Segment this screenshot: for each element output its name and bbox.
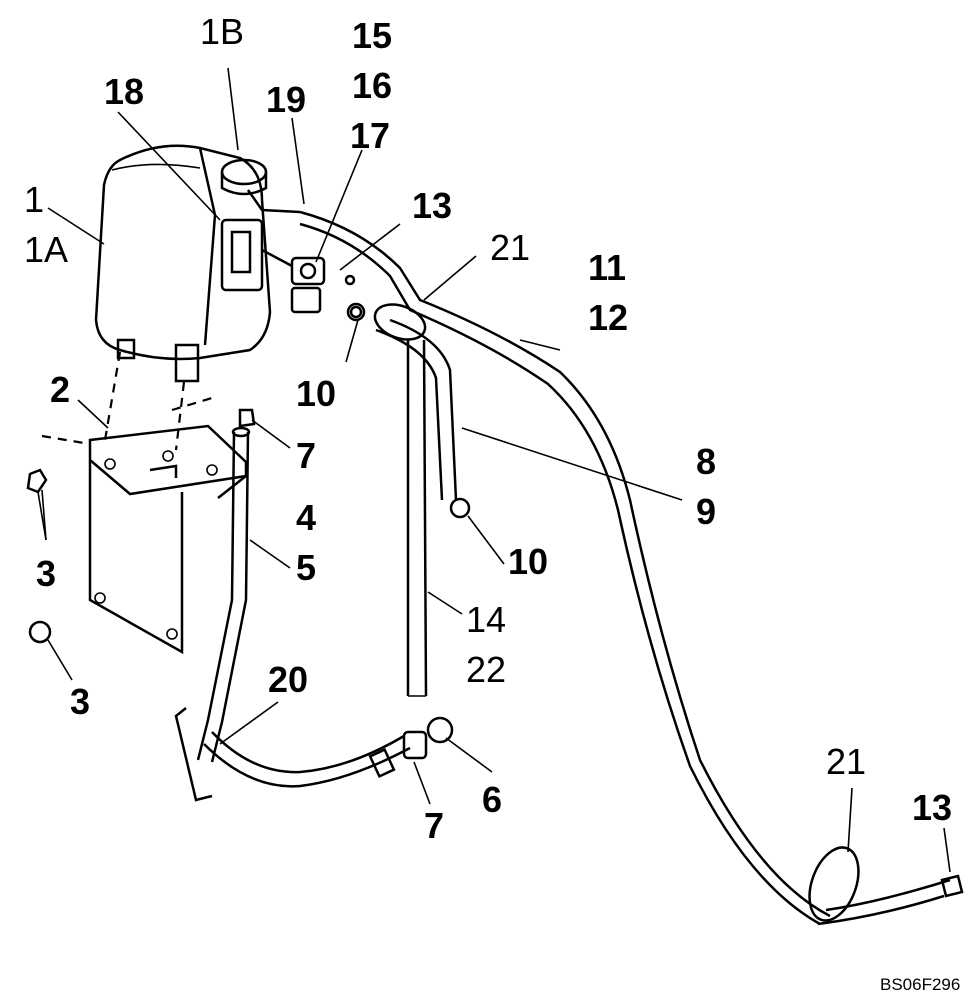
callout-1a: 1A [24,229,68,270]
drain-tube [406,339,428,697]
callout-2: 2 [50,369,70,410]
figure-reference: BS06F296 [880,975,960,994]
leader-lines [41,67,951,873]
callout-7-bottom: 7 [424,805,444,846]
callout-14: 14 [466,599,506,640]
callout-labels: 1 1A 1B 18 19 15 16 17 13 21 11 12 10 2 … [24,11,960,994]
filler-tube [174,426,251,802]
callout-10-right: 10 [508,541,548,582]
callout-3-bottom: 3 [70,681,90,722]
callout-17: 17 [350,115,390,156]
lower-hose [203,716,454,788]
callout-7-top: 7 [296,435,316,476]
callout-16: 16 [352,65,392,106]
callout-12: 12 [588,297,628,338]
callout-8: 8 [696,441,716,482]
callout-9: 9 [696,491,716,532]
callout-3-top: 3 [36,553,56,594]
upper-hose [299,210,964,926]
callout-19: 19 [266,79,306,120]
callout-21-bottom: 21 [826,741,866,782]
callout-6: 6 [482,779,502,820]
callout-11: 11 [588,247,626,288]
callout-22: 22 [466,649,506,690]
callout-1: 1 [24,179,44,220]
callout-1b: 1B [200,11,244,52]
callout-21-top: 21 [490,227,530,268]
callout-15: 15 [352,15,392,56]
side-hose [373,303,458,501]
reservoir-tank [94,144,301,383]
callout-10-top: 10 [296,373,336,414]
callout-13-bottom: 13 [912,787,952,828]
callout-18: 18 [104,71,144,112]
callout-20: 20 [268,659,308,700]
callout-4: 4 [296,497,316,538]
pump-assembly [261,248,366,322]
callout-13-top: 13 [412,185,452,226]
callout-5: 5 [296,547,316,588]
mounting-bracket [41,351,248,655]
